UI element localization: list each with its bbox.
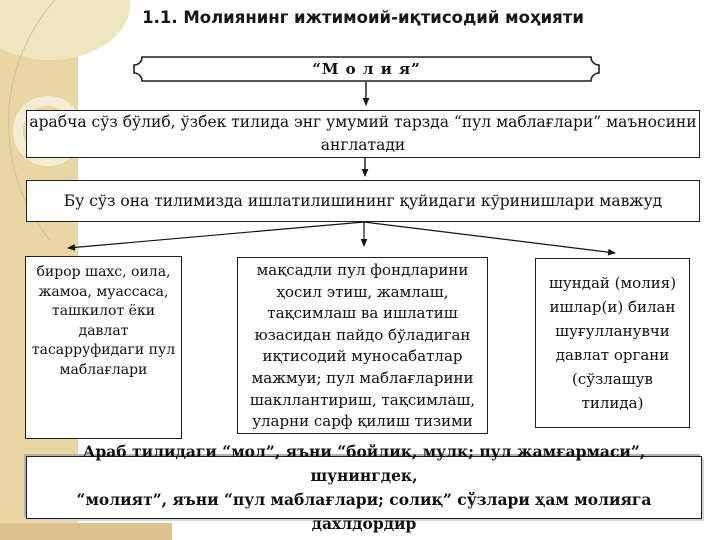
text-line: Бу сўз она тилимизда ишлатилишининг қуйи… (63, 192, 663, 210)
text-line: арабча сўз бўлиб, ўзбек тилида энг умуми… (29, 113, 697, 131)
text-line: “молият”, яъни “пул маблағлари; солиқ” с… (76, 489, 652, 533)
usage-box: Бу сўз она тилимизда ишлатилишининг қуйи… (26, 180, 700, 222)
text-line: юзасидан пайдо бўладиган (254, 325, 471, 344)
text-line: давлат органи (555, 346, 670, 364)
branch-box-state-organ: шундай (молия) ишлар(и) билан шуғулланув… (535, 258, 690, 428)
text-line: тақсимлаш ва ишлатиш (267, 304, 458, 323)
branch-box-economic-relations: мақсадли пул фондларини ҳосил этиш, жамл… (237, 257, 488, 434)
text-line: тилида) (581, 394, 644, 412)
text-line: иқтисодий муносабатлар (262, 347, 463, 366)
circle-decoration-clip (0, 0, 110, 240)
text-line: шундай (молия) (548, 274, 677, 292)
text-line: маблағлари (59, 361, 148, 378)
text-line: тасарруфидаги пул (31, 342, 176, 358)
bottom-beige-patch (0, 523, 172, 540)
branch-box-personal-funds: бирор шахс, оила, жамоа, муассаса, ташки… (25, 256, 182, 439)
text-line: англатади (320, 136, 406, 154)
arrow-usage-to-left-branch (67, 221, 365, 251)
text-line: ташкилот ёки давлат (51, 303, 156, 339)
text-line: бирор шахс, оила, (36, 264, 171, 280)
text-line: шакллантириш, тақсимлаш, (249, 390, 476, 409)
text-line: ишлар(и) билан (549, 298, 676, 316)
finance-term-plaque: “М о л и я” (133, 56, 600, 82)
circle-outline-decoration (8, 0, 110, 240)
text-line: мақсадли пул фондларини (256, 261, 469, 279)
text-line: мажмуи; пул маблағларини (251, 368, 474, 387)
slide-title: 1.1. Молиянинг ижтимоий-иқтисодий моҳият… (142, 8, 584, 27)
arrow-usage-to-right-branch (363, 221, 616, 256)
text-line: жамоа, муассаса, (38, 283, 169, 300)
text-line: (сўзлашув (572, 370, 653, 388)
plaque-label: “М о л и я” (312, 60, 421, 78)
text-line: уларни сарф қилиш тизими (252, 412, 473, 431)
footer-note-box: Араб тилидаги “мол”, яъни “бойлик, мулк;… (26, 442, 702, 533)
plaque-shape (133, 56, 600, 82)
text-line: Араб тилидаги “мол”, яъни “бойлик, мулк;… (82, 441, 646, 485)
definition-box: арабча сўз бўлиб, ўзбек тилида энг умуми… (26, 110, 700, 158)
text-line: шуғулланувчи (555, 322, 670, 340)
text-line: ҳосил этиш, жамлаш, (276, 282, 449, 301)
